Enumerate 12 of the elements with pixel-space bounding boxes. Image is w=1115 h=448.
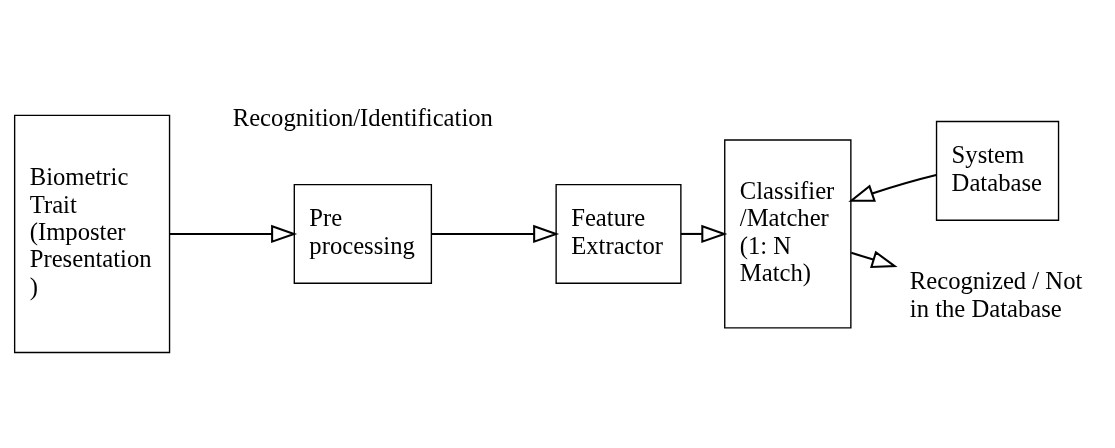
- node-box: Feature Extractor: [555, 183, 682, 284]
- label: Recognition/Identification: [232, 104, 493, 132]
- arrow: [850, 250, 898, 269]
- node-box: System Database: [935, 120, 1060, 221]
- node-text: Recognized / Not in the Database: [909, 267, 1083, 322]
- arrow: [848, 174, 937, 202]
- node-box: Biometric Trait (Imposter Presentation ): [13, 114, 171, 354]
- node-box: Classifier /Matcher (1: N Match): [724, 139, 852, 329]
- node-box: Pre processing: [293, 183, 433, 284]
- arrow: [432, 224, 560, 244]
- arrow: [169, 224, 298, 244]
- arrow: [680, 224, 728, 244]
